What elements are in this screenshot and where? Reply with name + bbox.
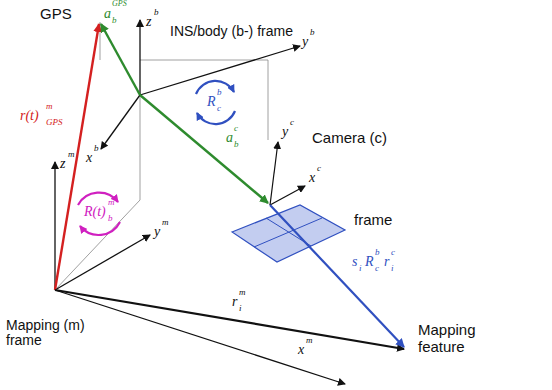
mapping-axes	[55, 162, 345, 384]
superscript: m	[46, 102, 53, 112]
axis-name: x	[298, 342, 304, 357]
scale-symbol: s	[352, 254, 357, 269]
camera-image-plane	[232, 205, 345, 262]
vector-symbol: r(t)	[20, 108, 39, 123]
superscript: m	[68, 150, 75, 160]
superscript: m	[108, 198, 115, 208]
superscript: c	[391, 248, 395, 258]
superscript: GPS	[112, 0, 127, 9]
rotation-symbol: R(t)	[84, 204, 106, 219]
axis-name: z	[146, 14, 151, 29]
projection-lines	[55, 22, 268, 290]
gps-lever-arm	[101, 24, 140, 95]
axis-name: y	[302, 34, 308, 49]
subscript: b	[108, 214, 113, 224]
subscript: i	[359, 264, 362, 274]
feature-position-vector	[55, 290, 404, 349]
frame-name: Mapping (m) frame	[6, 318, 102, 349]
axis-name: y	[154, 224, 160, 239]
subscript: i	[239, 304, 242, 314]
frame-name: Camera (c)	[312, 130, 387, 147]
rotation-symbol: R	[207, 94, 216, 109]
axis-name: y	[282, 124, 288, 139]
subscript: c	[217, 104, 221, 114]
subscript: c	[375, 264, 379, 274]
feature-name: Mapping feature	[418, 322, 498, 355]
vector-symbol: a	[104, 6, 111, 21]
superscript: m	[239, 288, 246, 298]
frame-name: frame	[354, 212, 392, 229]
gps-position-vector	[55, 24, 99, 290]
superscript: c	[317, 164, 321, 174]
rotation-symbol: R	[365, 254, 374, 269]
superscript: b	[310, 28, 315, 38]
camera-axes	[270, 142, 305, 205]
vector-symbol: a	[226, 130, 233, 145]
camera-ray-vector	[270, 205, 404, 347]
subscript: GPS	[46, 118, 63, 128]
vector-symbol: r	[384, 254, 389, 269]
superscript: m	[306, 336, 313, 346]
superscript: b	[375, 248, 380, 258]
superscript: c	[234, 124, 238, 134]
subscript: b	[234, 140, 239, 150]
superscript: b	[94, 144, 99, 154]
superscript: m	[162, 218, 169, 228]
subscript: b	[112, 16, 117, 26]
superscript: c	[290, 118, 294, 128]
subscript: i	[391, 264, 394, 274]
device-name: GPS	[40, 6, 72, 23]
rotation-icon	[78, 193, 120, 235]
axis-name: x	[86, 150, 92, 165]
body-axes	[101, 20, 300, 149]
axis-name: z	[60, 156, 65, 171]
superscript: b	[217, 88, 222, 98]
superscript: b	[154, 8, 159, 18]
frame-name: INS/body (b-) frame	[170, 24, 293, 39]
camera-lever-arm	[140, 95, 268, 203]
axis-name: x	[309, 170, 315, 185]
vector-symbol: r	[232, 294, 237, 309]
rotation-icon	[196, 81, 235, 124]
